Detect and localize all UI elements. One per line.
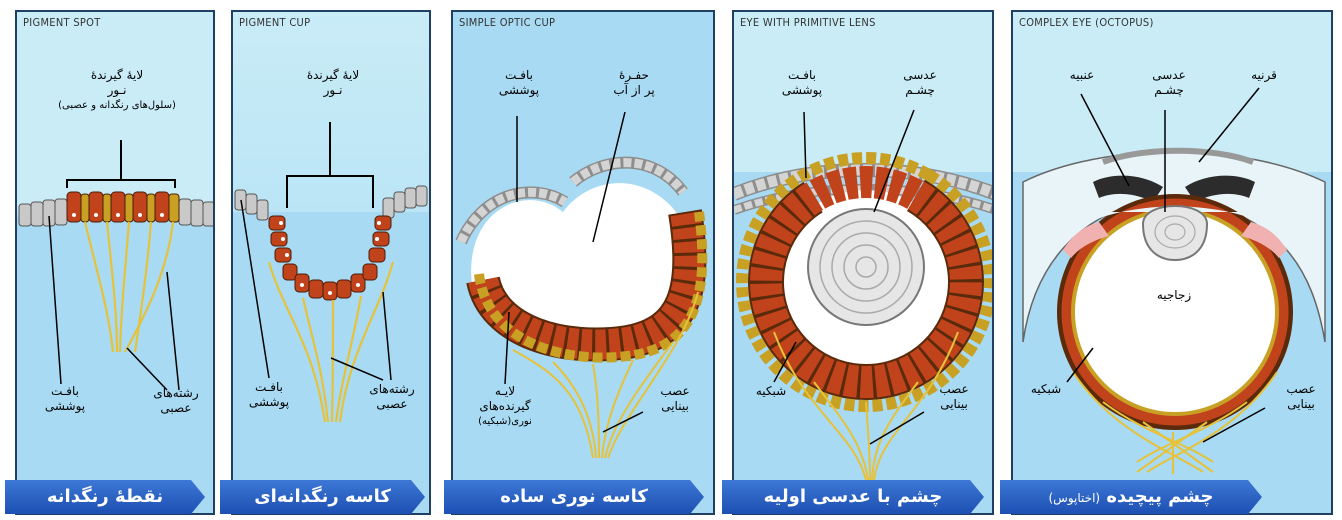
- panel-pigment-spot: PIGMENT SPOT لایهٔ گیرندهٔ نـور (سلول‌ها…: [15, 10, 215, 515]
- banner-note: (اختاپوس): [1049, 491, 1101, 505]
- label-photoreceptor-layer: لایـه گیرنده‌های نورى(شبکیه): [463, 384, 547, 429]
- panel-title: COMPLEX EYE (OCTOPUS): [1019, 16, 1154, 29]
- label-nerve-fibers: رشته‌های عصبی: [359, 382, 425, 412]
- banner-simple-optic-cup: کاسه نوری ساده: [444, 480, 704, 514]
- label-vitreous: زجاجیه: [1139, 288, 1209, 303]
- label-iris: عنبیه: [1057, 68, 1107, 83]
- label-epithelium: بافـت پوششی: [489, 68, 549, 98]
- label-retina: شبکیه: [1021, 382, 1071, 397]
- label-epithelium: بافـت پوششی: [239, 380, 299, 410]
- banner-complex-eye: چشم پیچیده (اختاپوس): [1000, 480, 1262, 514]
- label-lens: عدسی چشـم: [890, 68, 950, 98]
- panel-title: SIMPLE OPTIC CUP: [459, 16, 555, 29]
- label-epithelium: بافـت پوششی: [35, 384, 95, 414]
- label-fluid-cavity: حفـرهٔ پر از آب: [599, 68, 669, 98]
- panel-title: PIGMENT SPOT: [23, 16, 101, 29]
- banner-text: چشم با عدسی اولیه: [764, 486, 943, 507]
- label-retina: شبکیه: [746, 384, 796, 399]
- panel-title: PIGMENT CUP: [239, 16, 310, 29]
- label-nerve-fibers: رشته‌های عصبی: [143, 386, 209, 416]
- label-optic-nerve: عصب بینایی: [645, 384, 705, 414]
- panel-complex-eye: COMPLEX EYE (OCTOPUS) عنبیه عدسی چشـم قر…: [1011, 10, 1333, 515]
- label-optic-nerve: عصب بینایی: [924, 382, 984, 412]
- panel-primitive-lens: EYE WITH PRIMITIVE LENS بافـت پوششی عدسی…: [732, 10, 994, 515]
- panel-pigment-cup: PIGMENT CUP لایهٔ گیرندهٔ نـور بافـت پوش…: [231, 10, 431, 515]
- banner-pigment-spot: نقطهٔ رنگدانه: [5, 480, 205, 514]
- banner-primitive-lens: چشم با عدسی اولیه: [722, 480, 984, 514]
- label-photoreceptor-layer: لایهٔ گیرندهٔ نـور (سلول‌های رنگدانه و ع…: [57, 68, 177, 113]
- panel-simple-optic-cup: SIMPLE OPTIC CUP بافـت پوششی حفـرهٔ پر ا…: [451, 10, 715, 515]
- label-cornea: قرنیه: [1239, 68, 1289, 83]
- label-epithelium: بافـت پوششی: [772, 68, 832, 98]
- panel-title: EYE WITH PRIMITIVE LENS: [740, 16, 876, 29]
- banner-pigment-cup: کاسه رنگدانه‌ای: [220, 480, 425, 514]
- label-lens: عدسی چشـم: [1139, 68, 1199, 98]
- banner-text: چشم پیچیده: [1106, 486, 1213, 507]
- label-photoreceptor-layer: لایهٔ گیرندهٔ نـور: [283, 68, 383, 98]
- label-optic-nerve: عصب بینایی: [1271, 382, 1331, 412]
